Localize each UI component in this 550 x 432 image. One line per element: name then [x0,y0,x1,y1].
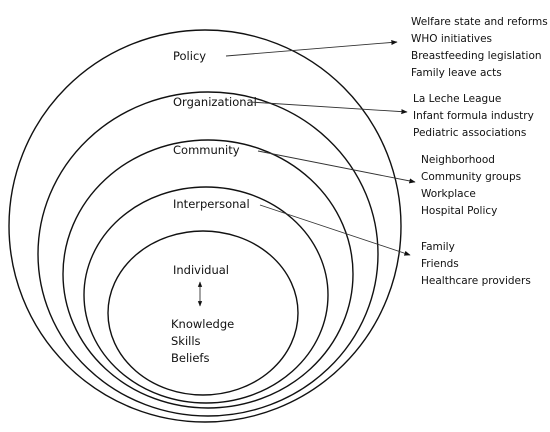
organizational-note: La Leche League [413,93,501,105]
policy-label: Policy [173,49,206,63]
policy-note: Welfare state and reforms [411,16,548,28]
interpersonal-note: Friends [421,258,459,270]
policy-note: WHO initiatives [411,33,492,45]
individual-label: Individual [173,263,229,277]
community-note: Neighborhood [421,154,495,166]
community-ring [62,139,354,409]
community-label: Community [173,143,240,157]
organizational-note: Infant formula industry [413,110,534,122]
community-arrow [257,150,416,184]
policy-ring [8,29,402,423]
community-note: Community groups [421,171,521,183]
organizational-arrow [249,101,408,115]
interpersonal-label: Interpersonal [173,197,250,211]
policy-note: Family leave acts [411,67,502,79]
individual-item: Skills [171,334,201,348]
individual-item: Beliefs [171,351,209,365]
policy-arrow [225,39,398,57]
organizational-label: Organizational [173,95,257,109]
interpersonal-arrow [259,204,411,256]
policy-note: Breastfeeding legislation [411,50,542,62]
interpersonal-ring [83,186,329,404]
organizational-ring [37,91,379,417]
individual-ring [107,230,299,396]
community-note: Workplace [421,188,476,200]
interpersonal-note: Healthcare providers [421,275,531,287]
individual-item: Knowledge [171,317,234,331]
community-note: Hospital Policy [421,205,497,217]
organizational-note: Pediatric associations [413,127,526,139]
interpersonal-note: Family [421,241,455,253]
